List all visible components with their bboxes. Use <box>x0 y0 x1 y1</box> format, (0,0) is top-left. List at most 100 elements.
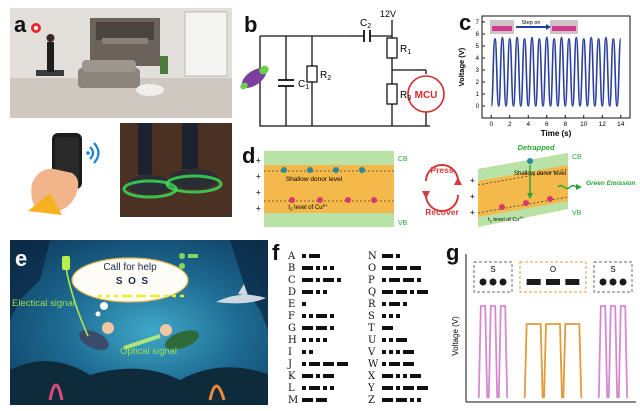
x-tick-label: 12 <box>599 121 607 128</box>
call-for-help-label: Call for help <box>103 262 157 273</box>
morse-letter: I <box>288 346 292 358</box>
morse-code <box>302 266 334 270</box>
left-t2-level-label: t2 level of Cu2+ <box>288 203 328 212</box>
morse-dash <box>389 278 400 282</box>
morse-row-n: N <box>368 250 400 262</box>
letter-box-s <box>593 261 633 293</box>
panel-label-a: a <box>14 12 27 37</box>
morse-letter: O <box>368 262 377 274</box>
morse-row-g: G <box>288 322 334 334</box>
voltage-pulse <box>477 305 489 399</box>
morse-row-b: B <box>288 262 334 274</box>
morse-dot <box>417 398 421 402</box>
morse-code <box>382 254 400 258</box>
morse-code <box>382 350 414 354</box>
morse-row-l: L <box>288 382 334 394</box>
g-y-axis-label: Voltage (V) <box>451 316 460 356</box>
shark <box>216 284 266 304</box>
morse-dot <box>309 338 313 342</box>
morse-row-u: U <box>368 334 407 346</box>
morse-letter: B <box>288 262 296 274</box>
morse-dot <box>382 314 386 318</box>
morse-dot <box>302 338 306 342</box>
morse-code <box>382 398 421 402</box>
morse-dot <box>302 254 306 258</box>
morse-dot <box>389 350 393 354</box>
diver-left <box>62 256 114 350</box>
morse-dash <box>323 278 334 282</box>
morse-code <box>302 350 313 354</box>
morse-row-d: D <box>288 286 327 298</box>
svg-text:+: + <box>256 172 261 181</box>
morse-dot <box>337 278 341 282</box>
morse-dash <box>309 254 320 258</box>
morse-dot <box>316 290 320 294</box>
morse-dot <box>330 266 334 270</box>
morse-dot <box>330 326 334 330</box>
morse-code <box>302 278 341 282</box>
morse-dash <box>302 266 313 270</box>
supply-voltage-label: 12V <box>380 9 396 19</box>
morse-letter: L <box>288 382 295 394</box>
morse-dash <box>417 290 428 294</box>
morse-letter: V <box>368 346 376 358</box>
panel-label-g: g <box>446 240 460 265</box>
morse-code <box>302 398 327 402</box>
morse-letter: X <box>368 370 376 382</box>
morse-dot <box>302 314 306 318</box>
morse-dot <box>396 254 400 258</box>
morse-code <box>382 290 428 294</box>
morse-dash <box>382 326 393 330</box>
y-tick-label: 0 <box>476 104 480 110</box>
mcu-symbol <box>407 75 445 113</box>
morse-row-f: F <box>288 310 334 322</box>
voltage-series-line <box>490 36 622 107</box>
voltage-pulse <box>597 305 609 399</box>
morse-row-v: V <box>368 346 414 358</box>
circuit-diagram: 12V C1 C2 R1 R2 R3 MCU b <box>240 8 450 140</box>
dot-symbol <box>619 278 627 286</box>
morse-row-r: R <box>368 298 407 310</box>
svg-text:+: + <box>256 188 261 197</box>
morse-code <box>382 374 421 378</box>
underwater-illustration <box>10 240 268 405</box>
morse-letter: R <box>368 298 376 310</box>
morse-code <box>302 314 334 318</box>
morse-dash <box>410 266 421 270</box>
morse-code <box>382 326 393 330</box>
morse-dot <box>316 266 320 270</box>
voltage-pulse <box>607 305 619 399</box>
panel-label-f: f <box>272 240 280 265</box>
dot-symbol <box>599 278 607 286</box>
left-cb-label: CB <box>398 156 408 163</box>
morse-dash <box>410 374 421 378</box>
dash-symbol <box>565 279 580 285</box>
r2-label: R2 <box>320 70 331 82</box>
panel-label-c: c <box>459 10 472 35</box>
voltage-pulse <box>562 323 583 399</box>
morse-dot <box>410 398 414 402</box>
morse-dash <box>396 290 407 294</box>
morse-dot <box>396 374 400 378</box>
morse-letter: C <box>288 274 296 286</box>
room-scene-illustration <box>10 8 232 118</box>
morse-row-j: J <box>288 358 348 370</box>
morse-dot <box>323 338 327 342</box>
band-diagram-illustration: ++++ CB VB Shallow donor level t2 level … <box>256 143 636 227</box>
left-vb-label: VB <box>398 220 408 227</box>
green-emission-label: Green Emission <box>586 180 636 187</box>
panel-label-b: b <box>244 12 258 37</box>
right-shallow-donor-label: Shallow donor level <box>514 171 566 177</box>
morse-dot <box>323 266 327 270</box>
morse-dash <box>302 374 313 378</box>
morse-dash <box>403 350 414 354</box>
morse-dash <box>323 362 334 366</box>
morse-code <box>382 278 421 282</box>
morse-dash <box>382 398 393 402</box>
morse-dot <box>302 302 306 306</box>
y-tick-label: 2 <box>476 80 480 86</box>
morse-dash <box>316 314 327 318</box>
